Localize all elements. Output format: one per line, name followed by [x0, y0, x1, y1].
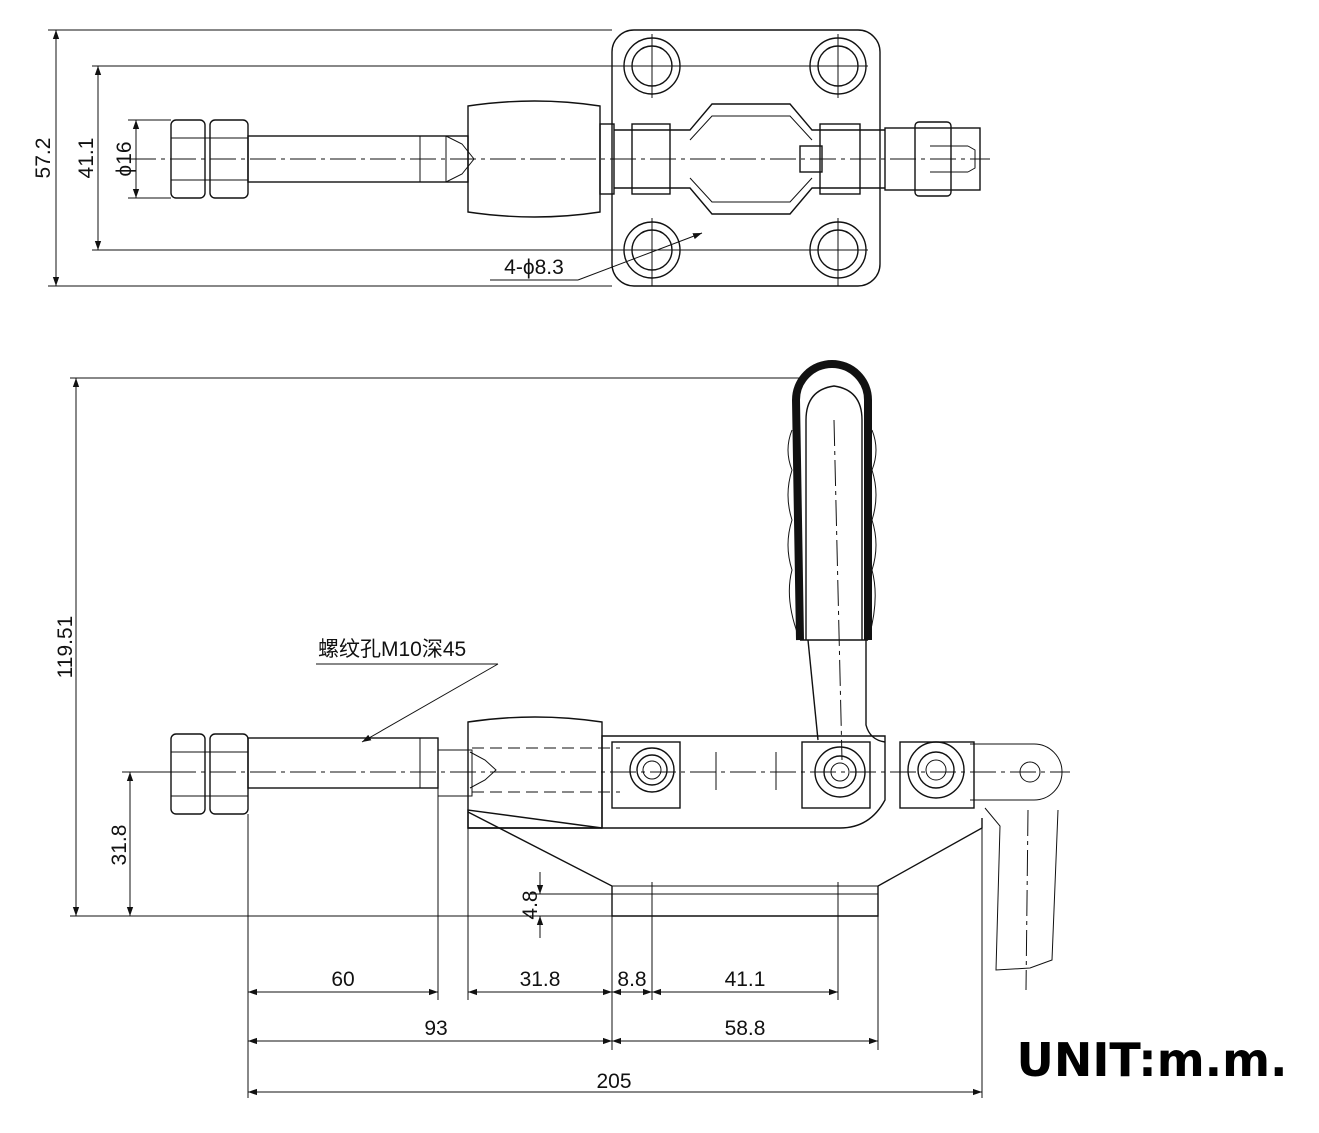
dim-axis-height: 31.8 [108, 825, 131, 866]
dim-205: 205 [596, 1070, 631, 1093]
dim-hole-spacing: 41.1 [75, 138, 98, 179]
dim-holes: 4-ϕ8.3 [504, 256, 564, 279]
handle-grip [791, 360, 872, 641]
dim-58-8: 58.8 [725, 1017, 766, 1040]
units-label: UNIT:m.m. [1016, 1033, 1287, 1087]
dim-base-step: 4.8 [519, 890, 542, 919]
dim-plunger-dia: ϕ16 [113, 141, 136, 176]
dim-60: 60 [331, 968, 354, 991]
mounting-holes [622, 34, 868, 286]
dim-41-1: 41.1 [725, 968, 766, 991]
dim-93: 93 [424, 1017, 447, 1040]
top-view: 57.2 41.1 ϕ16 4-ϕ8.3 [32, 29, 990, 287]
side-view: 119.51 31.8 4.8 60 31.8 8.8 41.1 93 58.8… [54, 360, 1070, 1098]
base [467, 809, 603, 829]
dim-height: 119.51 [54, 616, 77, 679]
dim-overall-width: 57.2 [32, 138, 55, 179]
base-plate [611, 29, 881, 287]
dim-31-8: 31.8 [520, 968, 561, 991]
dim-8-8: 8.8 [617, 968, 646, 991]
thread-note: 螺纹孔M10深45 [318, 638, 466, 661]
